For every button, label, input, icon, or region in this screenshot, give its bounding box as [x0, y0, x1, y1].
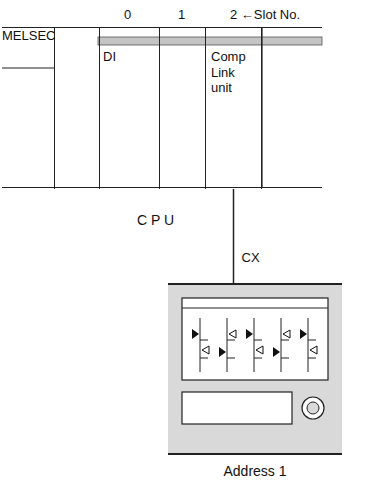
trace-stroke	[281, 318, 289, 372]
trace-marker	[310, 346, 317, 354]
trace-marker	[202, 346, 209, 354]
plc-rack: C P UDI Comp Link unit MELSEC	[2, 27, 322, 188]
trace-marker	[283, 330, 290, 338]
trace-stroke	[254, 318, 262, 372]
link-module: Comp Link unit	[205, 28, 262, 189]
slot-number: 2 ←Slot No.	[230, 7, 300, 23]
instrument-screen	[182, 298, 328, 380]
instrument-face	[168, 283, 342, 455]
trend-traces	[192, 318, 317, 372]
cpu-module: C P U	[54, 28, 100, 189]
slot-number: 1	[178, 7, 185, 23]
system-name: MELSEC	[2, 28, 322, 44]
trace-marker	[256, 346, 263, 354]
trace-marker	[246, 329, 253, 339]
instrument-knob	[302, 397, 324, 419]
trace-marker	[229, 330, 236, 338]
trace-stroke	[227, 318, 235, 372]
cable-label: CX	[240, 250, 262, 266]
rack-divider	[2, 67, 54, 68]
trace-marker	[273, 347, 280, 357]
cable	[233, 189, 235, 283]
trace-stroke	[200, 318, 208, 372]
input-module: DI	[98, 28, 160, 189]
rack-band	[98, 37, 322, 45]
module-label: Comp Link unit	[211, 49, 258, 96]
slot-number: 0	[124, 7, 131, 23]
trace-marker	[192, 329, 199, 339]
trace-marker	[300, 329, 307, 339]
module-label: C P U	[137, 212, 151, 228]
instrument-knob	[307, 402, 319, 414]
instrument: Address 1	[168, 283, 342, 455]
trace-marker	[219, 347, 226, 357]
trace-stroke	[308, 318, 316, 372]
instrument-display	[182, 392, 292, 424]
module-label: DI	[103, 49, 155, 65]
screen-line	[182, 308, 328, 309]
address-label: Address 1	[168, 463, 342, 480]
